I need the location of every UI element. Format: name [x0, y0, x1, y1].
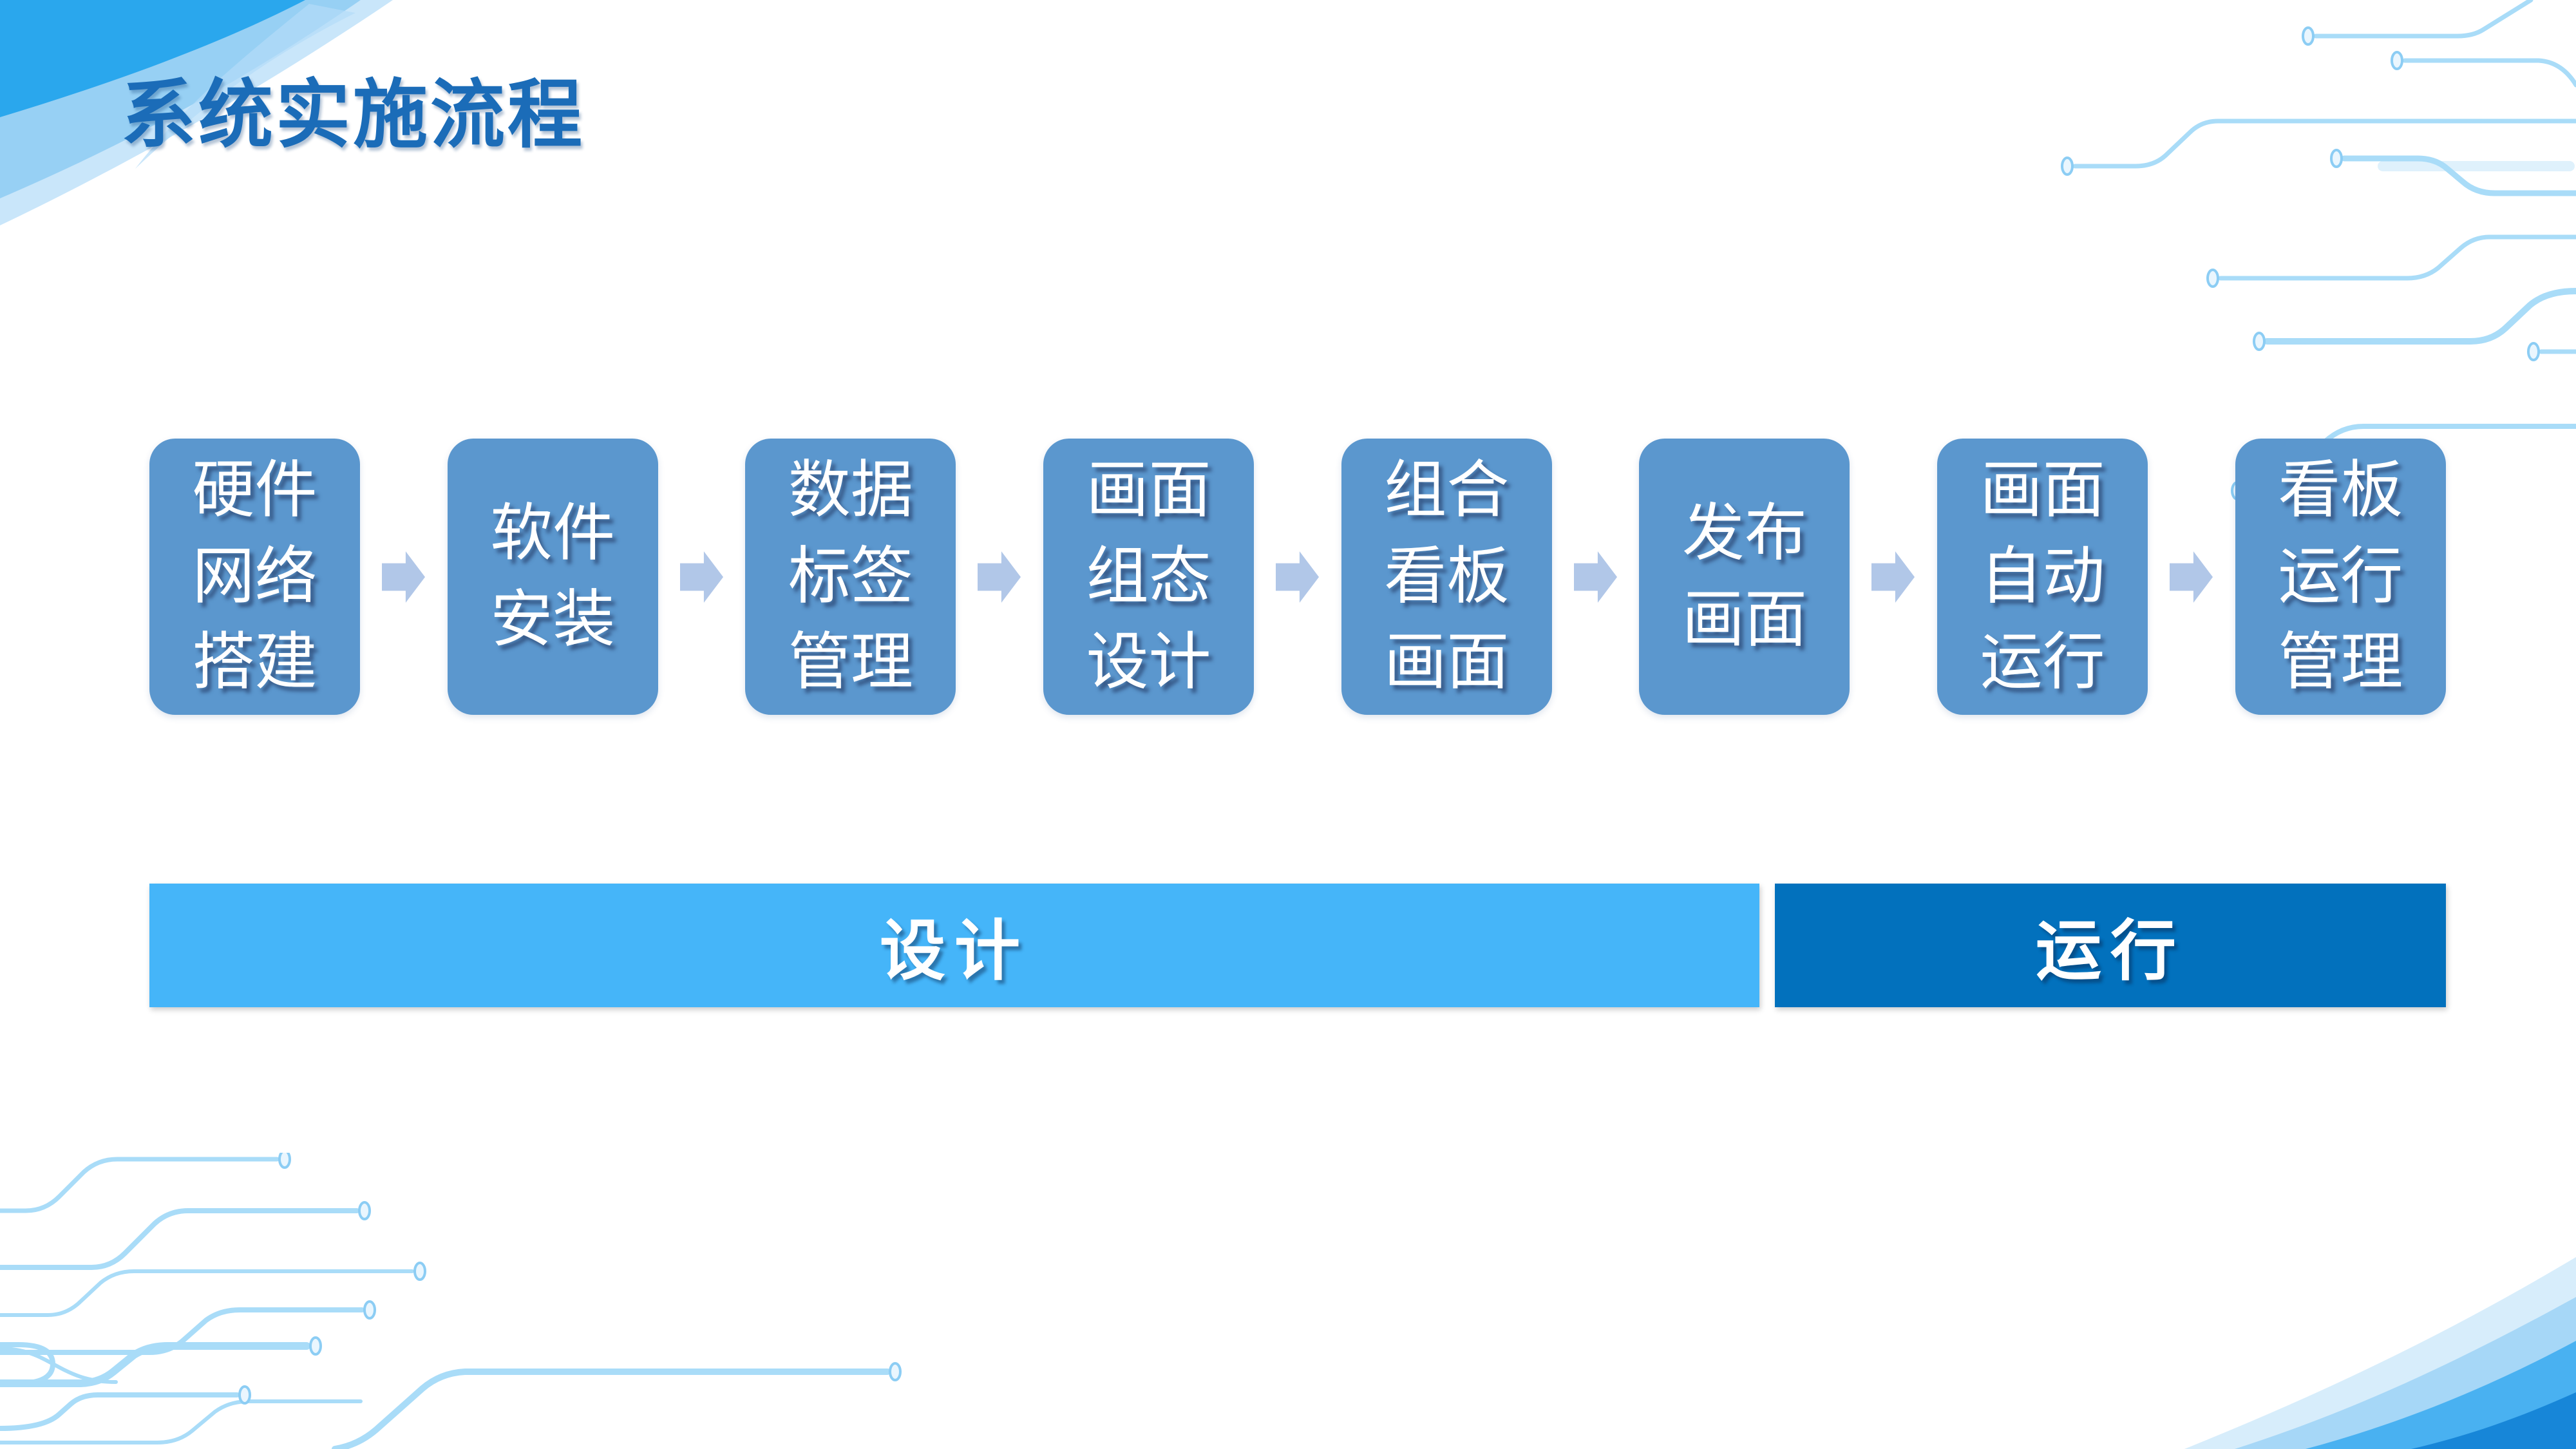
flow-step-hardware-network-setup: 硬件 网络 搭建: [149, 439, 360, 715]
step-line: 画面: [1681, 585, 1807, 654]
flow-step-screen-config-design: 画面 组态 设计: [1043, 439, 1255, 715]
step-line: 硬件: [192, 455, 317, 525]
step-line: 组态: [1086, 542, 1211, 611]
step-line: 自动: [1980, 542, 2105, 611]
step-line: 设计: [1086, 628, 1211, 697]
phase-label: 运行: [2036, 914, 2185, 988]
step-line: 组合: [1384, 455, 1510, 525]
step-line: 搭建: [192, 628, 317, 697]
phase-bars: 设计 运行: [149, 884, 2446, 1007]
circuit-top-right-decoration: [2061, 0, 2576, 500]
arrow-right-icon: [2169, 551, 2213, 603]
flow-step-software-install: 软件 安装: [447, 439, 658, 715]
step-line: 管理: [788, 628, 913, 697]
step-line: 网络: [192, 542, 317, 611]
arrow-right-icon: [1573, 551, 1618, 603]
flow-step-screen-auto-run: 画面 自动 运行: [1937, 439, 2148, 715]
step-line: 管理: [2278, 628, 2403, 697]
step-line: 运行: [1980, 628, 2105, 697]
phase-bar-run: 运行: [1775, 884, 2446, 1007]
flow-step-kanban-run-management: 看板 运行 管理: [2235, 439, 2446, 715]
arrow-right-icon: [381, 551, 426, 603]
flow-step-combine-kanban-screens: 组合 看板 画面: [1341, 439, 1552, 715]
step-line: 画面: [1980, 455, 2105, 525]
step-line: 画面: [1086, 455, 1211, 525]
process-flow: 硬件 网络 搭建 软件 安装 数据 标签 管理 画面 组态 设计: [149, 439, 2446, 715]
swoosh-bottom-right-decoration: [2184, 1257, 2576, 1449]
arrow-right-icon: [679, 551, 724, 603]
step-line: 看板: [1384, 542, 1510, 611]
page-title: 系统实施流程: [121, 73, 585, 156]
step-line: 数据: [788, 455, 913, 525]
arrow-right-icon: [1871, 551, 1915, 603]
step-line: 发布: [1681, 498, 1807, 568]
step-line: 软件: [490, 498, 616, 568]
arrow-right-icon: [978, 551, 1021, 603]
flow-step-publish-screens: 发布 画面: [1639, 439, 1850, 715]
step-line: 运行: [2278, 542, 2403, 611]
arrow-right-icon: [1275, 551, 1320, 603]
phase-bar-design: 设计: [149, 884, 1759, 1007]
circuit-bottom-left-decoration: [0, 1153, 902, 1449]
step-line: 安装: [490, 585, 616, 654]
phase-label: 设计: [880, 914, 1029, 988]
step-line: 画面: [1384, 628, 1510, 697]
flow-step-data-tag-management: 数据 标签 管理: [745, 439, 956, 715]
step-line: 看板: [2278, 455, 2403, 525]
step-line: 标签: [788, 542, 913, 611]
